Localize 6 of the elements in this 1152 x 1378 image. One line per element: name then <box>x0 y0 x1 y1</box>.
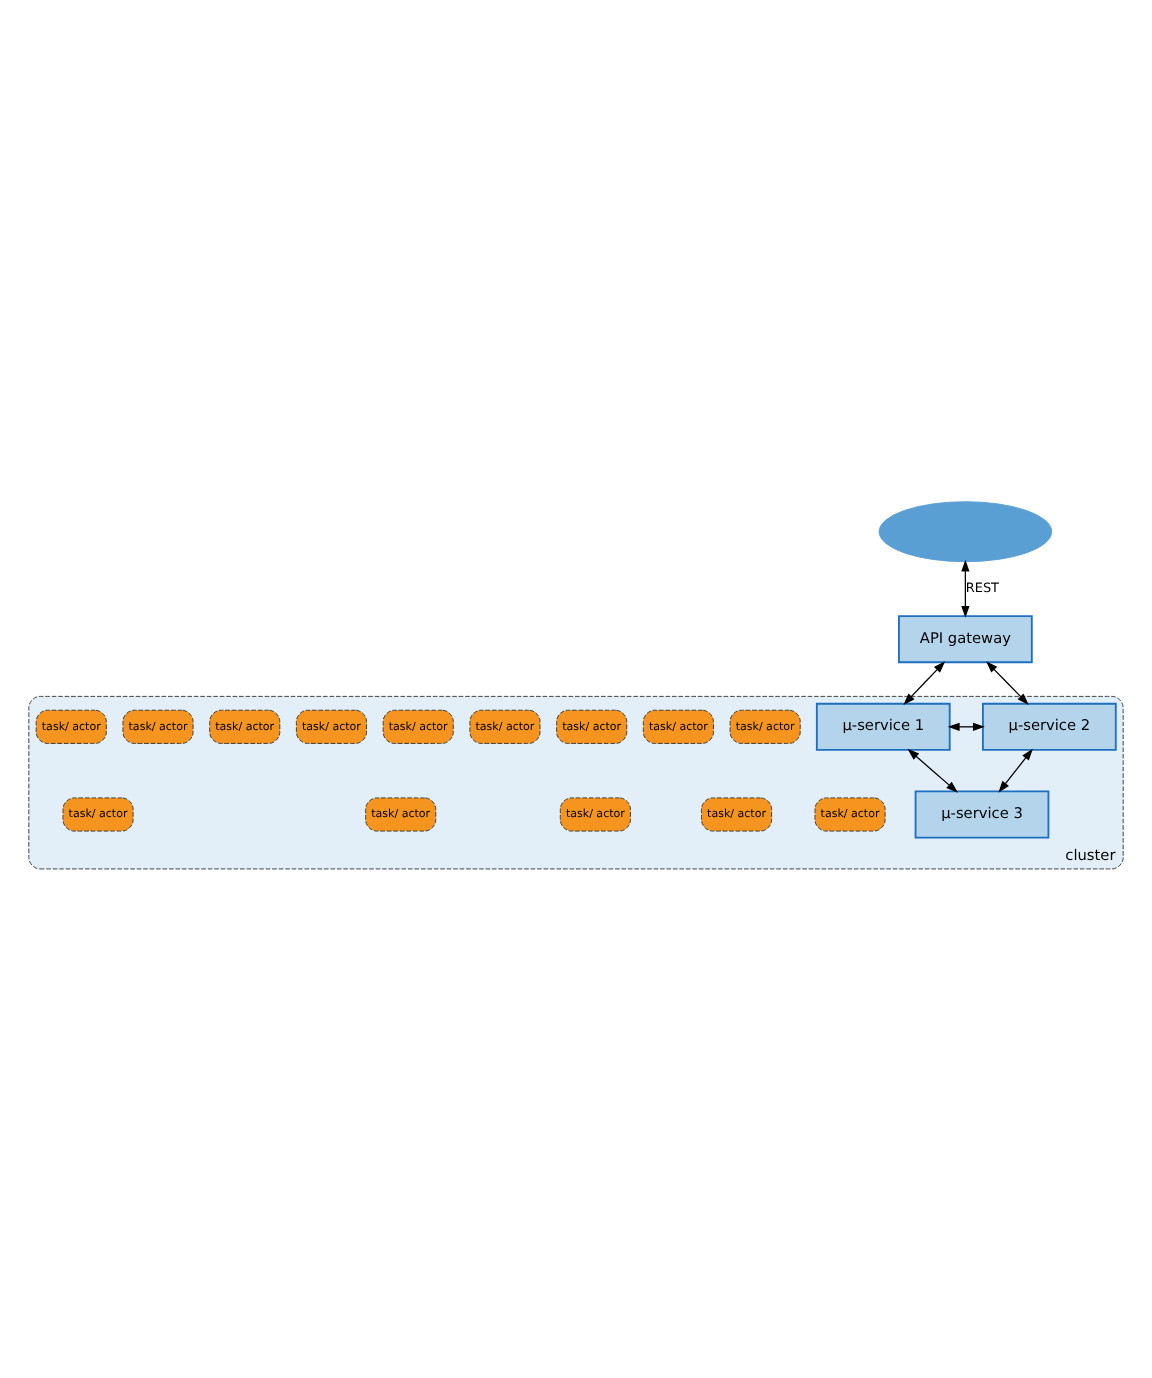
node-cloud <box>878 501 1053 563</box>
arrow <box>998 748 1033 793</box>
arrow <box>907 748 958 793</box>
arrow <box>961 559 970 618</box>
arrow <box>903 661 946 705</box>
arrow <box>986 661 1029 705</box>
